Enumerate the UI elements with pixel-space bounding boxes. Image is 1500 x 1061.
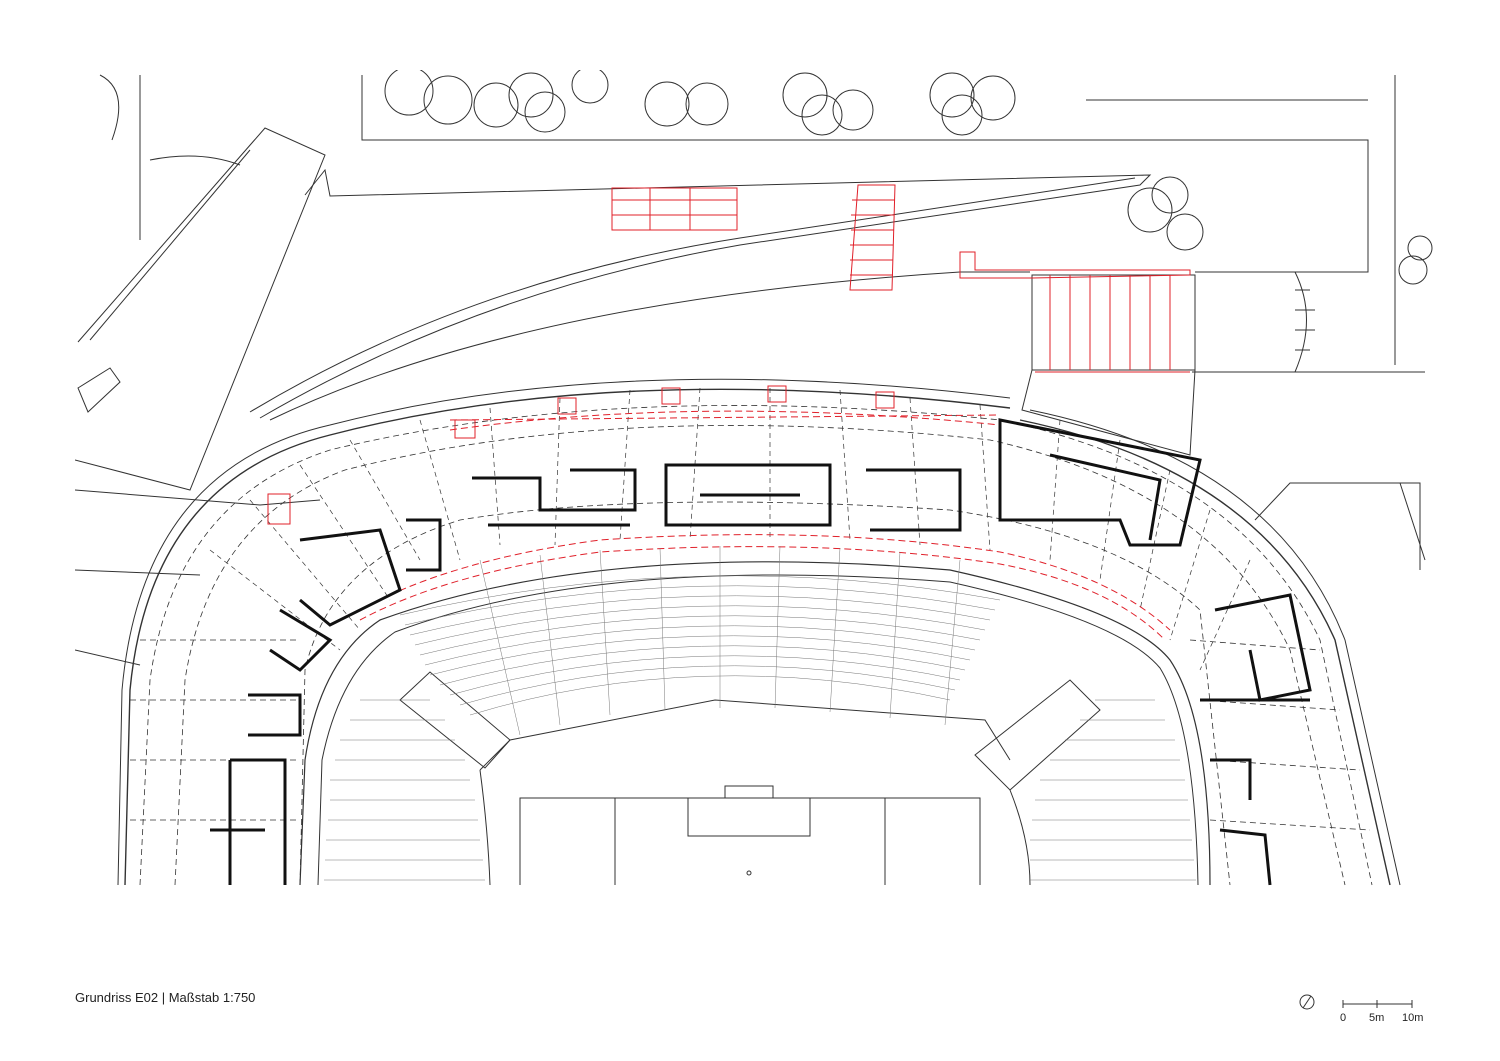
service-corridor	[359, 410, 1171, 641]
scale-bar	[1342, 1000, 1413, 1008]
seating-rows	[324, 545, 1196, 881]
seating-bowl	[299, 561, 1211, 886]
drawing-caption: Grundriss E02 | Maßstab 1:750	[75, 990, 256, 1005]
stairs-red	[267, 184, 1191, 525]
trees	[384, 70, 1433, 285]
service-rooms	[210, 418, 1312, 886]
scale-label-0: 0	[1340, 1012, 1346, 1024]
entrance-gates	[1021, 271, 1315, 456]
structural-axes	[209, 387, 1251, 671]
north-arrow-icon	[1299, 994, 1315, 1010]
concourse-grid	[130, 405, 1373, 886]
pitch	[519, 785, 981, 885]
site-boundary	[75, 74, 1426, 666]
scale-label-10m: 10m	[1402, 1012, 1423, 1024]
scale-label-5m: 5m	[1369, 1012, 1384, 1024]
access-ramps	[75, 127, 1152, 491]
